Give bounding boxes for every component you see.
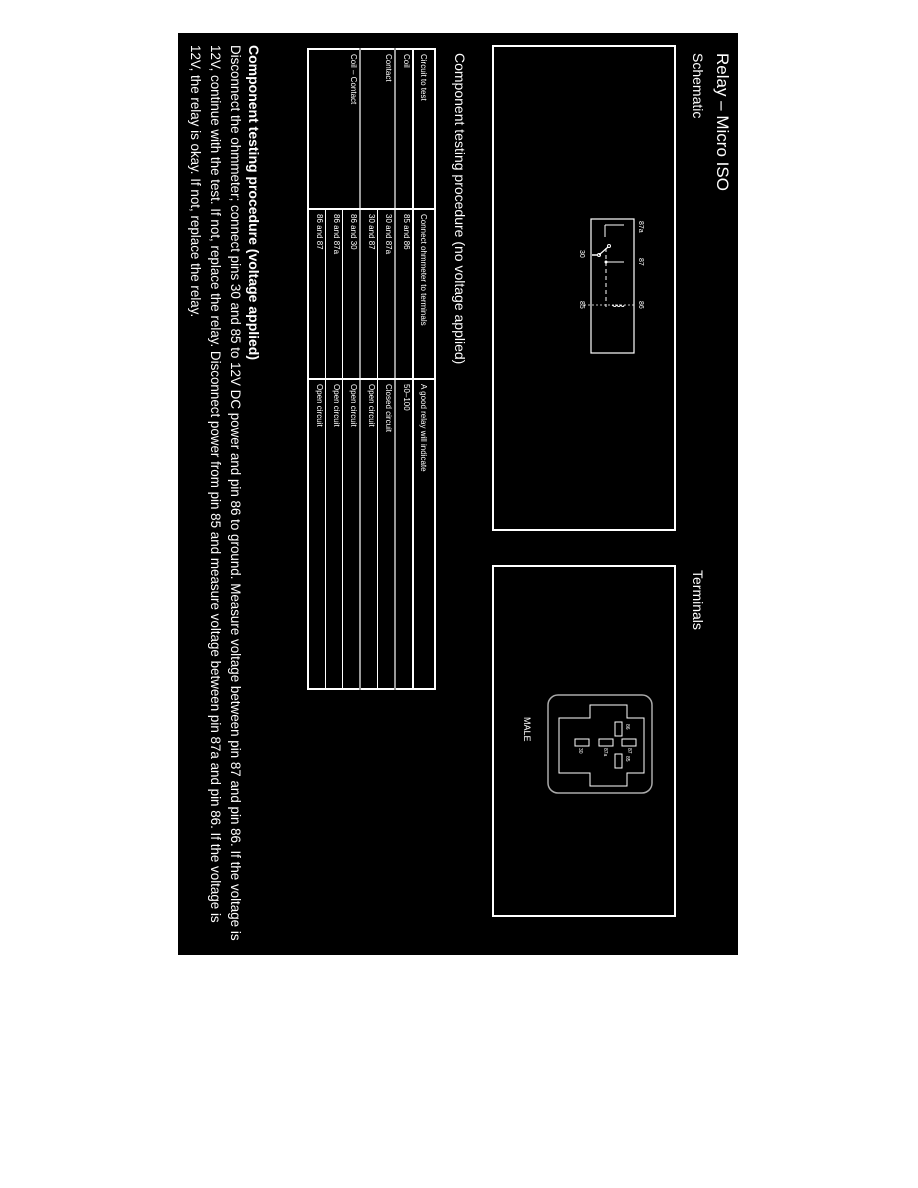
terminals-label: Terminals: [690, 570, 706, 630]
schematic-label: Schematic: [690, 53, 706, 119]
cell-terminals: 85 and 86: [395, 209, 413, 379]
pin-label-85: 85: [578, 301, 585, 309]
relay-schematic-diagram: 87a 87 86 30 85: [578, 218, 644, 354]
document-page: Relay – Micro ISO Schematic Terminals 87…: [178, 33, 738, 955]
cell-result: Closed circuit: [377, 379, 395, 689]
cell-circuit: [326, 49, 343, 209]
cell-circuit: Coil – Contact: [342, 49, 360, 209]
table-row: 30 and 87 Open circuit: [360, 49, 378, 689]
terminal-87-label: 87: [626, 748, 632, 754]
pin-label-87a: 87a: [637, 221, 644, 233]
page-title: Relay – Micro ISO: [713, 53, 732, 191]
cell-circuit: [360, 49, 378, 209]
cell-circuit: [308, 49, 326, 209]
cell-terminals: 30 and 87: [360, 209, 378, 379]
cell-result: Open circuit: [325, 379, 343, 689]
no-voltage-test-title: Component testing procedure (no voltage …: [452, 53, 468, 365]
cell-result: Open circuit: [308, 379, 326, 689]
cell-terminals: 86 and 30: [342, 209, 360, 379]
schematic-panel: 87a 87 86 30 85: [492, 45, 676, 531]
cell-terminals: 30 and 87a: [377, 209, 395, 379]
table-header-row: Circuit to test Connect ohmmeter to term…: [413, 49, 435, 689]
relay-connector-diagram: MALE 86 85 30 87a 87: [522, 694, 653, 794]
cell-result: 50–100: [395, 379, 413, 689]
pin-label-86: 86: [637, 301, 644, 309]
table-row: Coil 85 and 86 50–100: [395, 49, 413, 689]
table-row: Coil – Contact 86 and 30 Open circuit: [342, 49, 360, 689]
voltage-test-heading: Component testing procedure (voltage app…: [246, 45, 262, 361]
cell-circuit: Contact: [377, 49, 395, 209]
cell-circuit: Coil: [402, 54, 411, 68]
cell-result: Open circuit: [342, 379, 360, 689]
terminal-86-label: 86: [624, 724, 630, 730]
cell-terminals: 86 and 87: [308, 209, 326, 379]
no-voltage-test-table: Circuit to test Connect ohmmeter to term…: [307, 48, 436, 690]
terminals-panel: MALE 86 85 30 87a 87: [492, 565, 676, 917]
terminal-87a-label: 87a: [602, 748, 608, 757]
terminal-30-label: 30: [577, 748, 583, 754]
table-row: Contact 30 and 87a Closed circuit: [377, 49, 395, 689]
pin-label-30: 30: [578, 250, 585, 258]
header-result: A good relay will indicate: [413, 379, 435, 689]
terminal-85-label: 85: [624, 756, 630, 762]
pin-label-87: 87: [637, 258, 644, 266]
cell-terminals: 86 and 87a: [325, 209, 343, 379]
header-terminals: Connect ohmmeter to terminals: [413, 209, 435, 379]
header-circuit: Circuit to test: [413, 49, 435, 209]
table-row: 86 and 87 Open circuit: [308, 49, 326, 689]
voltage-test-body: Disconnect the ohmmeter; connect pins 30…: [188, 45, 243, 941]
connector-male-label: MALE: [522, 717, 532, 742]
cell-result: Open circuit: [360, 379, 378, 689]
table-row: 86 and 87a Open circuit: [325, 49, 343, 689]
